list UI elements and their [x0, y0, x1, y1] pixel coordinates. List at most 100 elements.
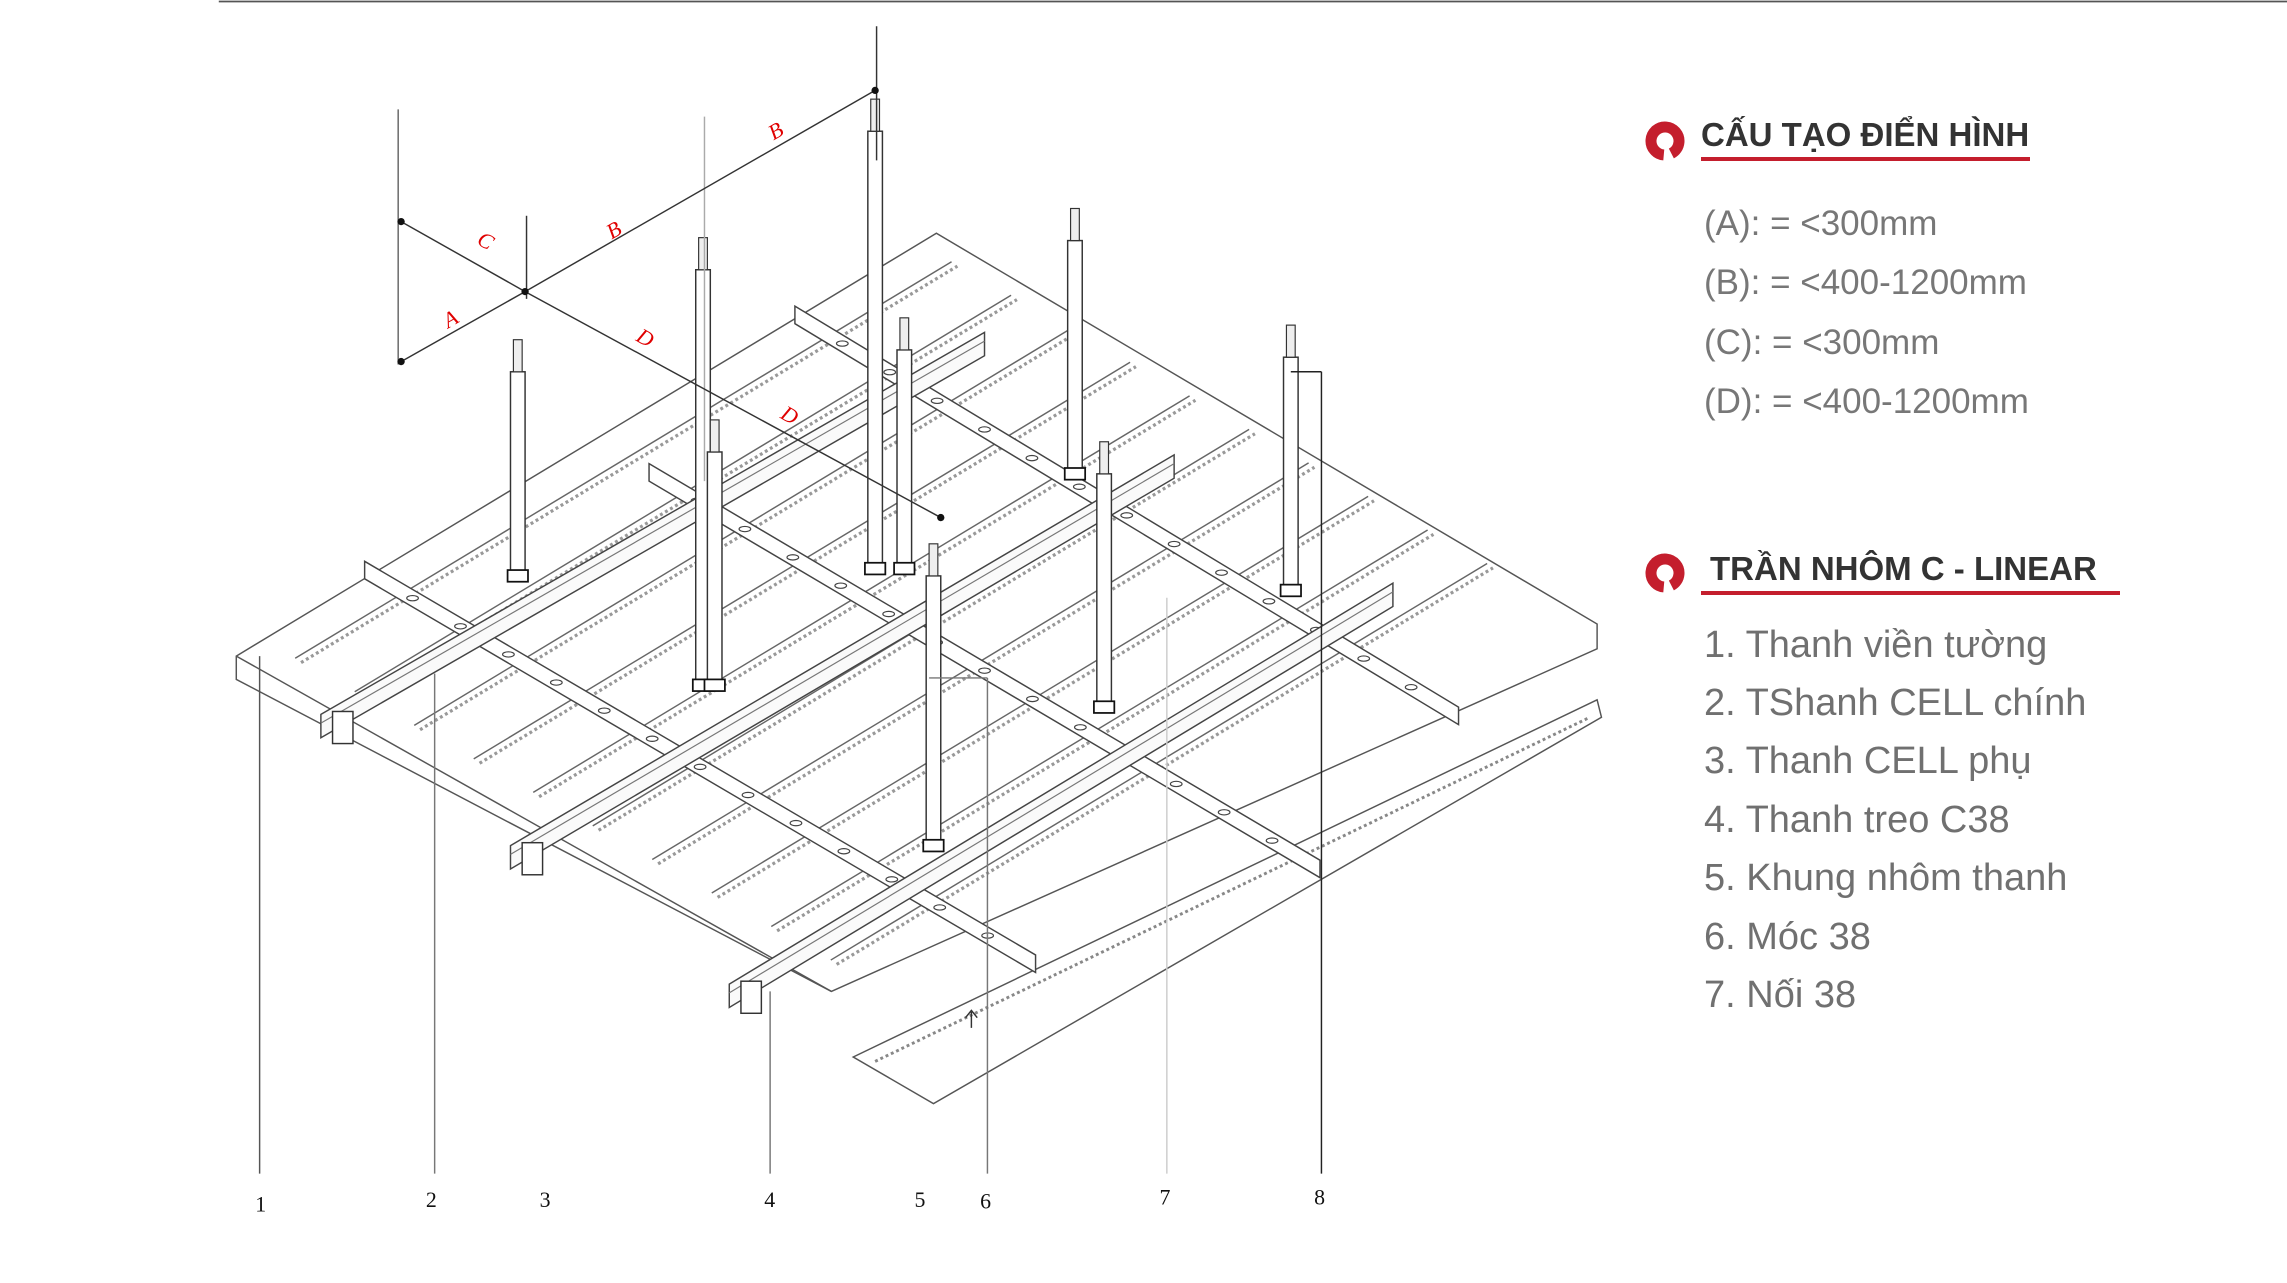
- hanger-rod: [1282, 356, 1299, 592]
- carrier-hole: [597, 707, 611, 714]
- dimension-arrow-tip: [871, 86, 879, 95]
- hanger-rod: [925, 575, 942, 847]
- section-title-underline: [1701, 157, 2030, 161]
- spec-c: (C): = <300mm: [1704, 323, 1940, 362]
- hanger-rod: [509, 371, 526, 577]
- component-item: 6. Móc 38: [1704, 916, 1871, 958]
- carrier-hole: [978, 667, 991, 674]
- carrier-hole: [1073, 724, 1087, 731]
- dimension-label-c: C: [473, 227, 498, 255]
- carrier-hole: [645, 735, 659, 742]
- dimension-line-c: [400, 220, 526, 293]
- carrier-hole: [1357, 655, 1371, 662]
- hanger-clip: [864, 561, 887, 576]
- carrier-hole: [1215, 569, 1228, 576]
- dimension-line-b: [524, 89, 876, 293]
- main-carrier-bar: [363, 560, 1037, 974]
- threaded-rod: [870, 98, 881, 132]
- threaded-rod: [1099, 441, 1110, 475]
- component-item: 5. Khung nhôm thanh: [1704, 857, 2068, 899]
- carrier-hole: [406, 594, 419, 602]
- brand-ring-icon: [1645, 553, 1685, 593]
- spec-b: (B): = <400-1200mm: [1704, 263, 2027, 302]
- dimension-arrow-tip: [521, 287, 529, 296]
- dimension-arrow-tip: [937, 513, 945, 522]
- carrier-hole: [883, 368, 897, 376]
- carrier-hole: [741, 791, 755, 799]
- callout-3: 3: [540, 1188, 551, 1212]
- hanger-rod: [706, 451, 723, 686]
- hanger-rod: [1066, 239, 1083, 475]
- carrier-hole: [1262, 598, 1276, 605]
- spec-d: (D): = <400-1200mm: [1704, 382, 2029, 421]
- component-item: 2. TShanh CELL chính: [1704, 682, 2087, 724]
- carrier-hole: [1169, 780, 1183, 788]
- c38-channel-edge: [728, 591, 1394, 994]
- callout-4: 4: [764, 1188, 775, 1212]
- linear-slat-groove: [874, 716, 1591, 1063]
- carrier-hole: [786, 554, 800, 561]
- hanger-clip: [1093, 700, 1116, 714]
- carrier-hole: [1217, 809, 1231, 816]
- hanger-rod: [1096, 473, 1113, 708]
- c38-channel: [509, 453, 1175, 871]
- carrier-hole: [837, 848, 851, 855]
- linear-slat: [830, 562, 1488, 961]
- carrier-hole: [738, 525, 752, 533]
- section-title-typical-structure: CẤU TẠO ĐIỂN HÌNH: [1701, 116, 2030, 153]
- dimension-label-b: B: [602, 216, 626, 243]
- carrier-hole: [933, 904, 947, 911]
- carrier-hole: [885, 876, 899, 883]
- hanger-rod: [867, 130, 884, 570]
- dimension-arrow-tip: [397, 217, 405, 226]
- component-item: 1. Thanh viền tường: [1704, 624, 2048, 666]
- callout-8: 8: [1314, 1185, 1325, 1209]
- carrier-hole: [1026, 695, 1039, 703]
- threaded-rod: [928, 543, 939, 577]
- up-arrow-icon: [964, 1009, 978, 1028]
- dimension-line-a: [400, 290, 526, 363]
- spec-a: (A): = <300mm: [1704, 204, 1938, 243]
- c38-channel: [320, 331, 986, 739]
- carrier-hole: [1072, 483, 1086, 490]
- carrier-hole: [882, 610, 896, 618]
- dimension-label-d: D: [632, 323, 659, 352]
- section-title-underline: [1701, 591, 2120, 595]
- carrier-hole: [501, 651, 515, 658]
- threaded-rod: [512, 339, 523, 373]
- c38-connector: [740, 980, 763, 1015]
- component-item: 4. Thanh treo C38: [1704, 799, 2010, 841]
- threaded-rod: [899, 317, 910, 351]
- carrier-hole: [549, 679, 563, 686]
- linear-slat: [770, 529, 1429, 928]
- section-title-c-linear: TRẦN NHÔM C - LINEAR: [1710, 550, 2097, 587]
- threaded-rod: [698, 237, 708, 271]
- carrier-hole: [834, 582, 848, 589]
- isometric-ceiling-frame: [235, 26, 1603, 1174]
- carrier-hole: [1120, 512, 1134, 519]
- callout-1: 1: [255, 1193, 266, 1217]
- hanger-rod: [896, 349, 913, 570]
- component-item: 7. Nối 38: [1704, 974, 1857, 1016]
- main-carrier-bar: [794, 304, 1460, 726]
- main-carrier-bar: [648, 462, 1321, 879]
- callout-2: 2: [426, 1188, 437, 1212]
- carrier-hole: [693, 763, 707, 771]
- carrier-hole: [835, 340, 849, 347]
- threaded-rod: [1069, 207, 1080, 242]
- dimension-arrow-tip: [397, 357, 405, 366]
- component-item: 3. Thanh CELL phụ: [1704, 740, 2032, 782]
- carrier-hole: [1265, 837, 1279, 844]
- carrier-hole: [1167, 540, 1181, 548]
- hanger-clip: [703, 678, 726, 692]
- c38-channel: [728, 581, 1394, 1009]
- brand-ring-icon: [1645, 121, 1685, 161]
- carrier-hole: [930, 397, 944, 405]
- hanger-clip: [893, 561, 916, 576]
- hanger-clip: [1279, 583, 1302, 598]
- callout-5: 5: [915, 1188, 926, 1212]
- carrier-hole: [789, 819, 803, 827]
- hanger-clip: [922, 838, 945, 853]
